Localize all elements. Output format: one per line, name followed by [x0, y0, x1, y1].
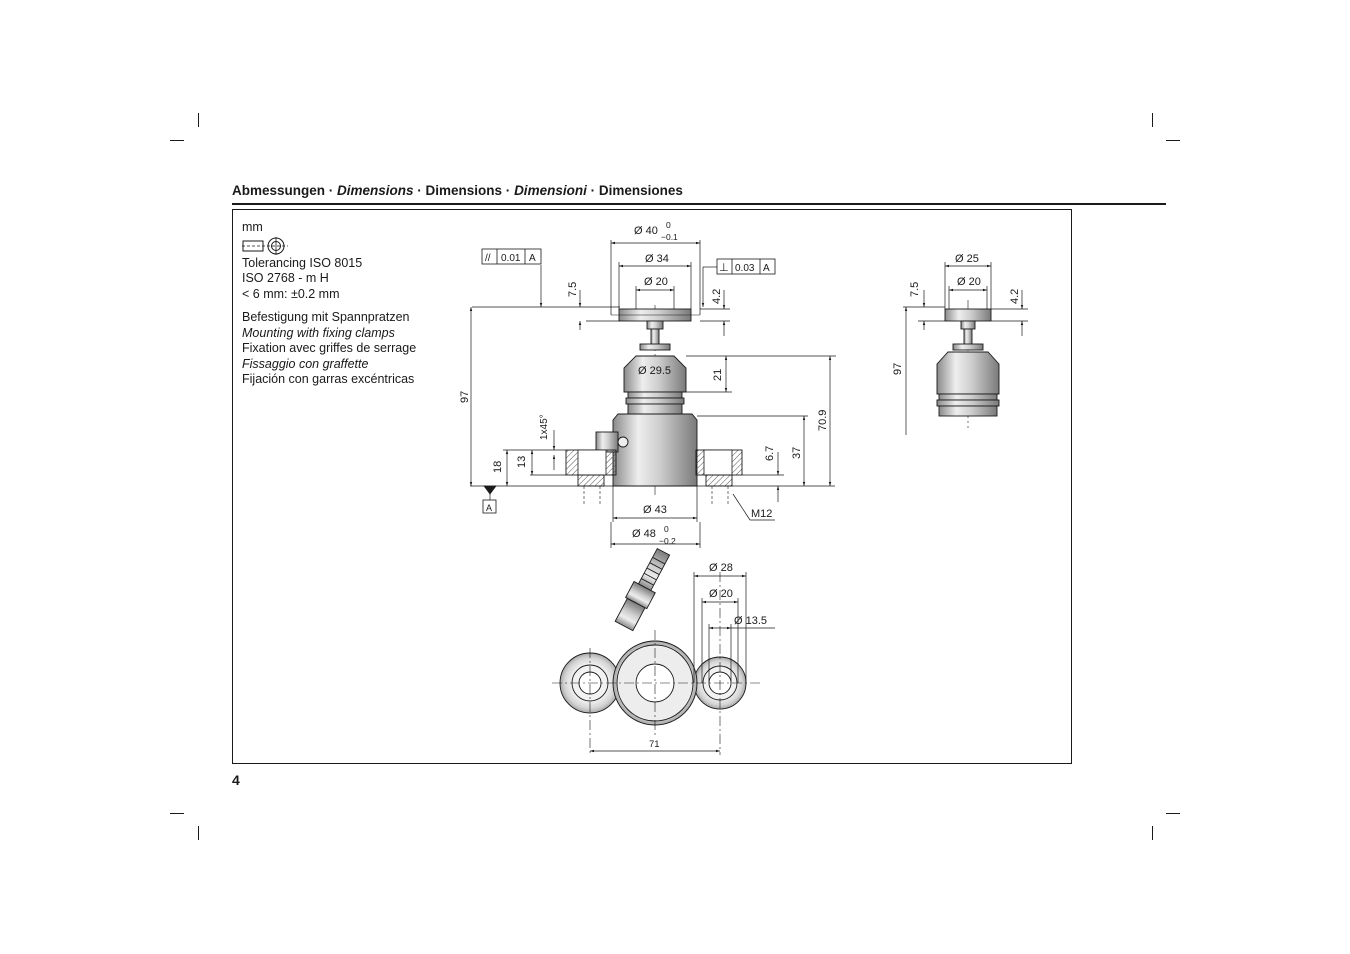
crop-mark [1166, 813, 1180, 814]
dim-97: 97 [459, 391, 471, 403]
main-side-view [470, 305, 835, 505]
right-side-view [936, 300, 1000, 428]
dim-70-9: 70.9 [817, 410, 829, 431]
dim-d29-5: Ø 29.5 [638, 365, 671, 377]
dim-71: 71 [649, 739, 660, 750]
bottom-view-dimensions [590, 572, 775, 753]
dim-d25: Ø 25 [955, 253, 979, 265]
crop-mark [1166, 140, 1180, 141]
datum-label: A [486, 503, 492, 513]
dim-d48: Ø 48 [632, 528, 656, 540]
crop-mark [170, 813, 184, 814]
heading-part: Dimensioni [514, 183, 587, 198]
dim-d48-upper-tol: 0 [664, 524, 669, 534]
tolerance-notes: mm Tolerancing ISO 8015 ISO 2768 - m H <… [242, 220, 416, 388]
dim-d20: Ø 20 [644, 276, 668, 288]
projection-symbol-icon [242, 236, 288, 255]
dim-7-5: 7.5 [567, 282, 579, 297]
bottom-plan-view [552, 547, 760, 755]
dim-d34: Ø 34 [645, 253, 669, 265]
heading-part: Abmessungen · [232, 183, 338, 198]
dim-d13-5: Ø 13.5 [734, 615, 767, 627]
drawing-frame [232, 209, 1072, 764]
dim-13: 13 [516, 456, 528, 468]
mounting-note: Fijación con garras excéntricas [242, 372, 415, 386]
crop-mark [170, 140, 184, 141]
mounting-note: Befestigung mit Spannpratzen [242, 310, 410, 324]
feature-control-frames [481, 248, 776, 514]
crop-mark [198, 826, 199, 840]
mounting-note: Fixation avec griffes de serrage [242, 341, 417, 355]
dim-d28: Ø 28 [709, 562, 733, 574]
mounting-note: Mounting with fixing clamps [242, 325, 395, 340]
dim-6-7: 6.7 [764, 446, 776, 461]
dim-4-2-right: 4.2 [1009, 289, 1021, 304]
bottom-view-labels: Ø 28 Ø 20 Ø 13.5 71 [649, 562, 767, 750]
perpendicularity-value: 0.03 [735, 263, 755, 274]
crop-mark [1152, 826, 1153, 840]
tolerance-line: ISO 2768 - m H [242, 271, 329, 285]
dim-4-2: 4.2 [711, 289, 723, 304]
dim-d40-lower-tol: −0.1 [661, 232, 678, 242]
mounting-note: Fissaggio con graffette [242, 356, 369, 371]
page-number: 4 [232, 772, 240, 788]
dim-d48-lower-tol: −0.2 [659, 536, 676, 546]
crop-mark [1152, 113, 1153, 127]
dim-7-5-right: 7.5 [909, 282, 921, 297]
dim-37: 37 [791, 447, 803, 459]
heading-part: · Dimensiones [586, 183, 683, 198]
heading-part: · Dimensions · [413, 183, 515, 198]
perpendicularity-datum: A [763, 263, 770, 274]
dim-d20-right: Ø 20 [957, 276, 981, 288]
main-view-dimensions [469, 240, 836, 548]
dim-d40: Ø 40 [634, 225, 658, 237]
dim-97-right: 97 [892, 363, 904, 375]
dim-d20-bottom: Ø 20 [709, 588, 733, 600]
parallelism-datum: A [529, 253, 536, 264]
dim-d43: Ø 43 [643, 504, 667, 516]
thread-m12: M12 [751, 508, 772, 520]
main-view-labels: Ø 40 0 −0.1 Ø 34 Ø 20 Ø 29.5 Ø 43 Ø 48 0… [459, 220, 829, 546]
dim-d40-upper-tol: 0 [666, 220, 671, 230]
parallelism-symbol: // [485, 253, 491, 264]
dim-18: 18 [492, 461, 504, 473]
right-view-labels: Ø 25 Ø 20 7.5 4.2 97 [892, 253, 1021, 375]
section-heading: Abmessungen · Dimensions · Dimensions · … [232, 183, 683, 198]
unit-label: mm [242, 220, 263, 234]
perpendicularity-symbol: ⊥ [719, 262, 729, 274]
dim-chamfer: 1x45° [539, 414, 550, 440]
tolerance-line: < 6 mm: ±0.2 mm [242, 286, 340, 301]
dim-21: 21 [712, 369, 724, 381]
heading-rule [232, 203, 1166, 205]
heading-part: Dimensions [337, 183, 414, 198]
right-view-dimensions [903, 262, 1028, 435]
parallelism-value: 0.01 [501, 253, 521, 264]
tolerance-line: Tolerancing ISO 8015 [242, 255, 363, 270]
crop-mark [198, 113, 199, 127]
